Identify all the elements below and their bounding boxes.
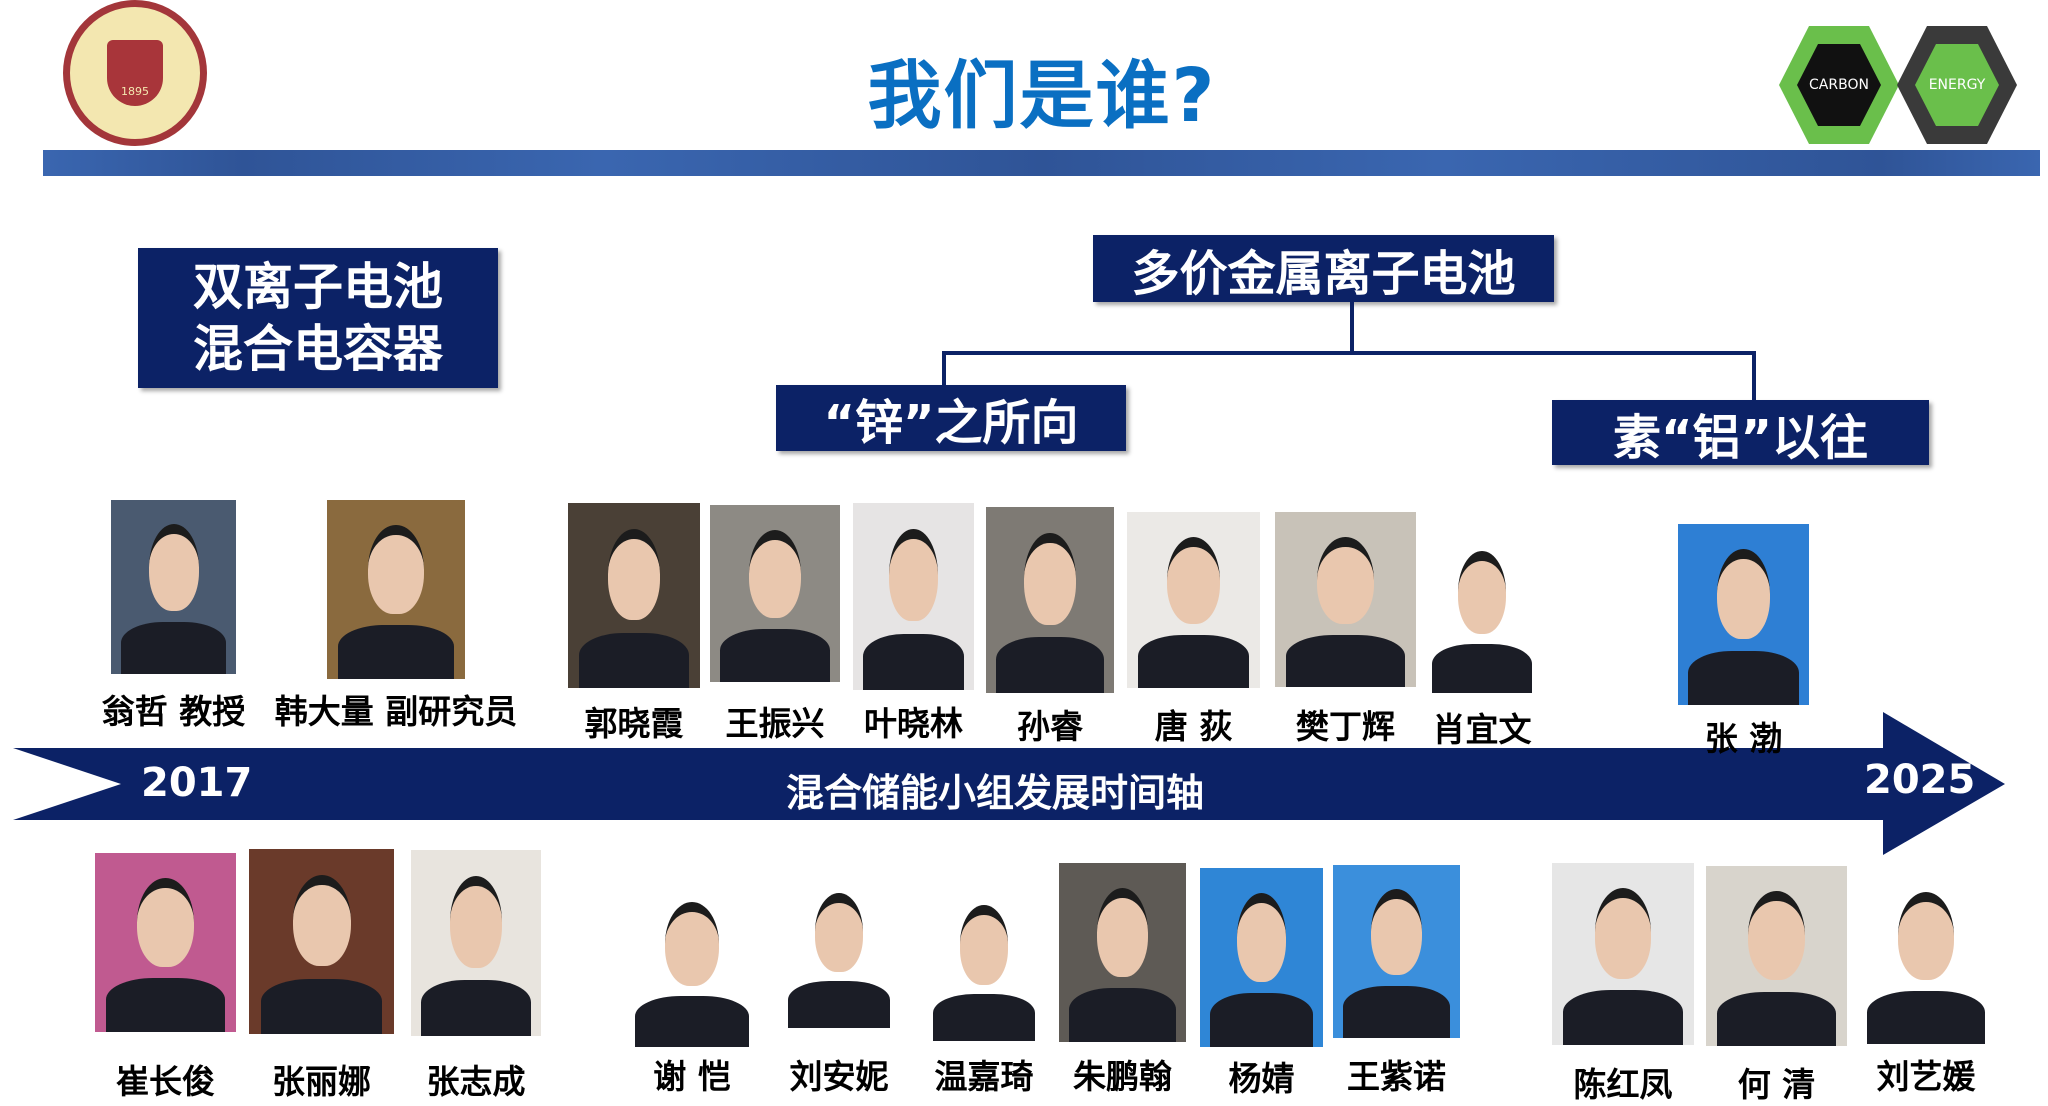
member-name: 王紫诺: [1347, 1057, 1446, 1096]
member-photo: [1552, 863, 1694, 1045]
member-photo: [1127, 512, 1260, 688]
member-name: 朱鹏翰: [1073, 1057, 1172, 1096]
member-name: 何 清: [1737, 1065, 1816, 1104]
member-photo: [411, 850, 541, 1036]
topic-line: 混合电容器: [193, 320, 443, 378]
member-name: 张志成: [426, 1062, 526, 1101]
member-photo: [710, 505, 840, 682]
member-name: 肖宜文: [1432, 710, 1532, 749]
member-photo: [568, 503, 700, 688]
topic-dual-ion: 双离子电池 混合电容器: [138, 248, 498, 388]
member-photo: [1333, 865, 1460, 1038]
member-name: 陈红凤: [1573, 1065, 1673, 1104]
member-name: 叶晓林: [864, 704, 963, 743]
timeline-label: 混合储能小组发展时间轴: [785, 771, 1204, 815]
member-photo: [1706, 866, 1847, 1046]
timeline-arrow: [13, 712, 2005, 855]
member-photo: [778, 871, 900, 1028]
member-photo: [327, 500, 465, 679]
tianjin-university-logo: 1895: [63, 0, 207, 146]
member-photo: [1422, 528, 1542, 693]
member-name: 张丽娜: [272, 1062, 371, 1101]
connector: [944, 351, 1756, 355]
member-name: 杨婧: [1228, 1059, 1295, 1098]
member-photo: [249, 849, 394, 1034]
member-photo: [624, 878, 760, 1047]
start-year: 2017: [141, 760, 253, 806]
member-name: 刘安妮: [789, 1057, 889, 1096]
carbon-label: CARBON: [1797, 44, 1881, 126]
topic-multivalent: 多价金属离子电池: [1093, 235, 1554, 302]
connector: [1752, 351, 1756, 400]
header-divider: [43, 150, 2040, 176]
member-name: 张 渤: [1704, 719, 1783, 758]
member-name: 刘艺媛: [1876, 1057, 1976, 1096]
connector: [1350, 302, 1354, 354]
member-photo: [1200, 868, 1323, 1047]
member-photo: [986, 507, 1114, 693]
member-name: 翁哲 教授: [101, 692, 246, 731]
member-name: 崔长俊: [116, 1062, 215, 1101]
member-name: 郭晓霞: [584, 704, 684, 743]
member-photo: [1275, 512, 1416, 687]
member-photo: [95, 853, 236, 1032]
member-photo: [853, 503, 974, 690]
energy-label: ENERGY: [1915, 44, 1999, 126]
member-photo: [111, 500, 236, 674]
member-name: 樊丁辉: [1296, 707, 1395, 746]
topic-aluminum: 素“铝”以往: [1552, 400, 1929, 466]
member-photo: [1678, 524, 1809, 705]
member-name: 王振兴: [725, 704, 825, 743]
member-name: 孙睿: [1017, 707, 1083, 746]
member-name: 谢 恺: [653, 1057, 731, 1096]
member-name: 唐 荻: [1154, 707, 1233, 746]
member-photo: [1059, 863, 1186, 1042]
member-name: 温嘉琦: [934, 1057, 1034, 1096]
end-year: 2025: [1864, 757, 1976, 803]
topic-line: 双离子电池: [193, 258, 443, 316]
member-photo: [1856, 867, 1996, 1044]
topic-zinc: “锌”之所向: [776, 385, 1126, 451]
member-name: 韩大量 副研究员: [274, 692, 518, 731]
member-photo: [923, 883, 1045, 1041]
page-title: 我们是谁?: [867, 53, 1217, 139]
carbon-energy-logo: CARBON ENERGY: [1779, 26, 2024, 144]
connector: [942, 351, 946, 387]
